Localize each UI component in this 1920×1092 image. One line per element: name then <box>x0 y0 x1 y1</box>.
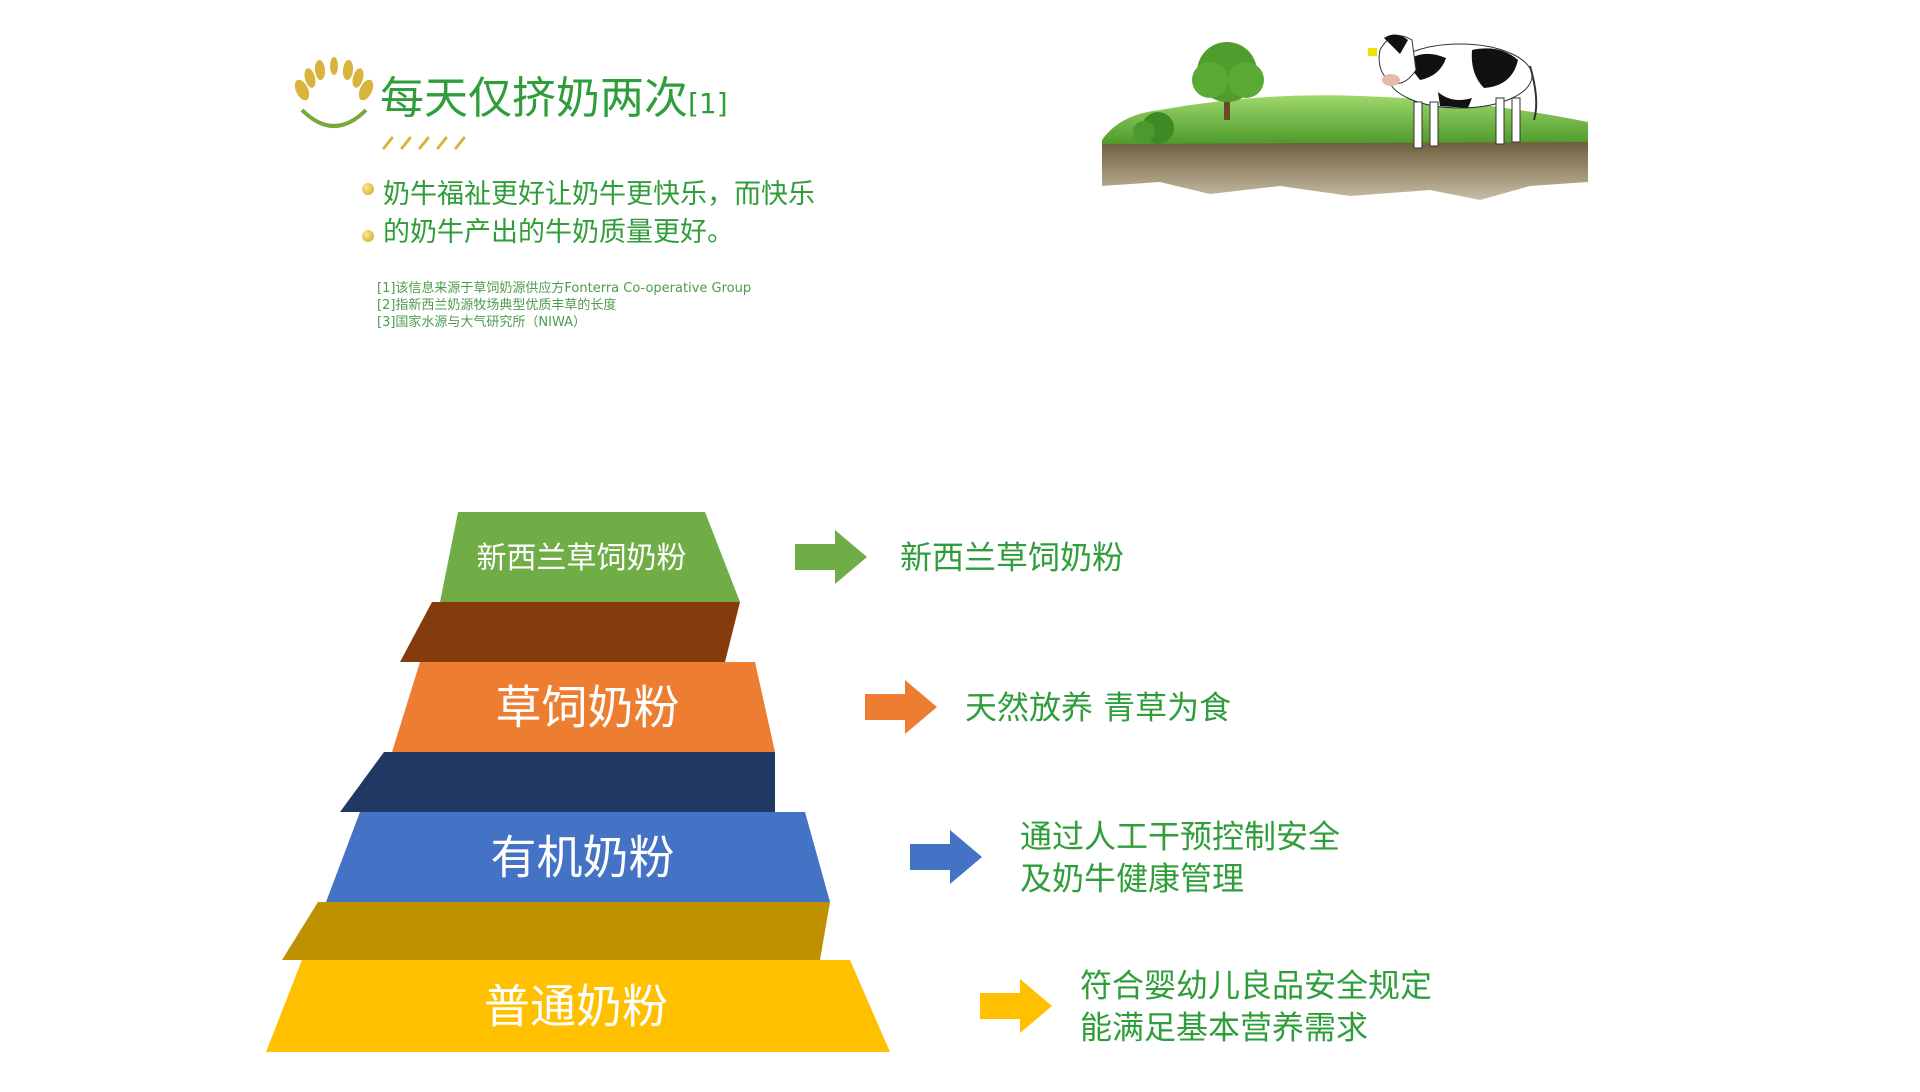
tier-description: 能满足基本营养需求 <box>1080 1009 1368 1047</box>
footnote: [1]该信息来源于草饲奶源供应方Fonterra Co-operative Gr… <box>377 281 752 296</box>
tier-label: 草饲奶粉 <box>496 681 680 735</box>
tier-description: 通过人工干预控制安全 <box>1020 818 1340 856</box>
tier-label: 新西兰草饲奶粉 <box>477 541 687 576</box>
tier-label: 普通奶粉 <box>484 980 668 1034</box>
bullet-dot-icon <box>362 230 374 242</box>
tier-connector <box>340 752 775 812</box>
arrow-right-icon <box>795 530 867 584</box>
tier-connector <box>282 902 830 960</box>
arrow-right-icon <box>910 830 982 884</box>
footnote: [3]国家水源与大气研究所（NIWA） <box>377 315 587 330</box>
decorative-dashes <box>380 134 472 150</box>
bullet-text: 的奶牛产出的牛奶质量更好。 <box>383 217 734 248</box>
pyramid-tier <box>326 812 830 902</box>
bullet-text: 奶牛福祉更好让奶牛更快乐，而快乐 <box>383 179 815 210</box>
tier-description: 及奶牛健康管理 <box>1020 860 1244 898</box>
tier-connector <box>400 602 740 662</box>
tier-label: 有机奶粉 <box>491 831 675 885</box>
title-footnote-ref: [1] <box>688 87 728 120</box>
pyramid-tier <box>440 512 740 602</box>
page-title-text: 每天仅挤奶两次 <box>380 73 688 124</box>
pyramid-tier <box>392 662 775 752</box>
arrow-right-icon <box>865 680 937 734</box>
pyramid-tier <box>266 960 890 1052</box>
wheat-laurel-icon <box>288 56 380 134</box>
bullet-dot-icon <box>362 183 374 195</box>
footnote: [2]指新西兰奶源牧场典型优质丰草的长度 <box>377 298 617 313</box>
tier-description: 天然放养 青草为食 <box>965 689 1231 727</box>
tier-description: 新西兰草饲奶粉 <box>900 539 1124 577</box>
cow-on-grass-island <box>1100 10 1590 210</box>
arrow-right-icon <box>980 979 1052 1033</box>
page-title: 每天仅挤奶两次[1] <box>380 62 728 126</box>
tier-description: 符合婴幼儿良品安全规定 <box>1080 967 1432 1005</box>
